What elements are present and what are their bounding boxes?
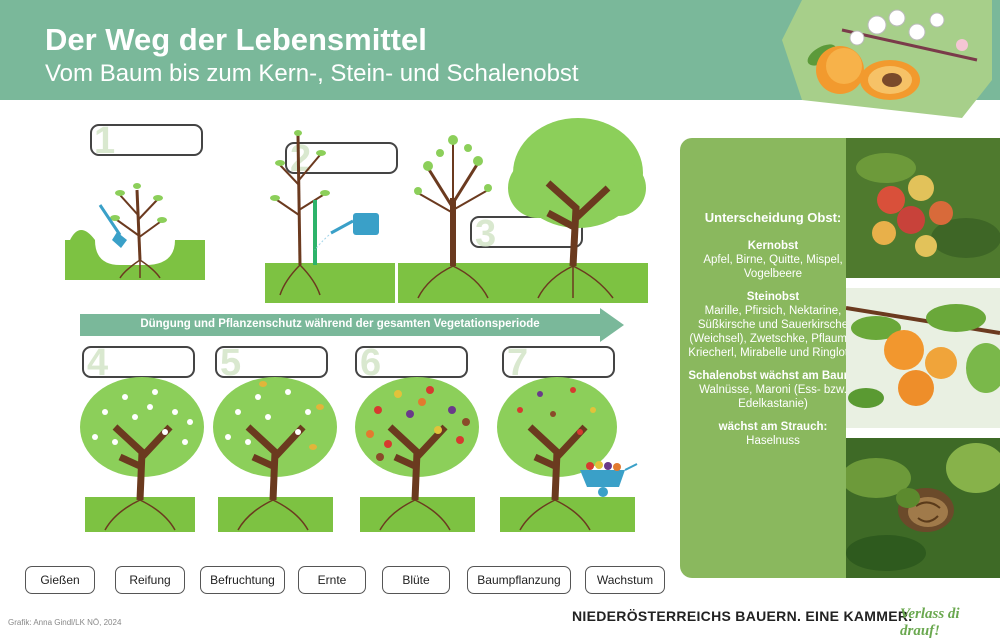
harvest-tree-illustration	[497, 377, 638, 532]
page-subtitle: Vom Baum bis zum Kern-, Stein- und Schal…	[45, 60, 579, 87]
label-baumpflanzung[interactable]: Baumpflanzung	[467, 566, 571, 594]
stage-5-number: 5	[220, 342, 242, 384]
vegetation-period-arrow	[80, 308, 624, 342]
stage-6-number: 6	[360, 342, 382, 384]
label-wachstum[interactable]: Wachstum	[585, 566, 665, 594]
stage-4-answer-box[interactable]	[82, 346, 195, 378]
label-giessen[interactable]: Gießen	[25, 566, 95, 594]
stage-1-number: 1	[94, 120, 116, 162]
pollination-tree-illustration	[213, 377, 337, 532]
fruit-tree-illustration	[355, 377, 479, 532]
fruit-info-heading: Unterscheidung Obst:	[704, 210, 842, 225]
kernobst-text: Apfel, Birne, Quitte, Mispel, Vogelbeere	[703, 254, 843, 280]
arrow-caption: Düngung und Pflanzenschutz während der g…	[140, 318, 540, 330]
label-ernte[interactable]: Ernte	[298, 566, 366, 594]
schalenobst-title: Schalenobst wächst am Baum:	[688, 370, 858, 382]
fruit-info-content: Unterscheidung Obst: Kernobst Apfel, Bir…	[680, 210, 866, 458]
growing-trees-illustration	[398, 118, 648, 303]
label-reifung[interactable]: Reifung	[115, 566, 185, 594]
brand-tagline: Verlass di drauf!	[900, 606, 960, 639]
stage-3-number: 3	[475, 213, 497, 255]
apricot-photo	[846, 288, 1000, 428]
apricot-badge-illustration	[782, 0, 992, 118]
stage-6-answer-box[interactable]	[355, 346, 468, 378]
blossom-tree-illustration	[80, 377, 204, 532]
organization-slogan: NIEDERÖSTERREICHS BAUERN. EINE KAMMER.	[572, 608, 913, 624]
fruit-info-panel	[680, 138, 846, 578]
strauch-text: Haselnuss	[746, 435, 800, 447]
stage-2-answer-box[interactable]	[285, 142, 398, 174]
page-title: Der Weg der Lebensmittel	[45, 22, 427, 57]
stage-7-answer-box[interactable]	[502, 346, 615, 378]
planting-tree-illustration	[65, 183, 205, 280]
stage-2-number: 2	[290, 138, 312, 180]
kernobst-title: Kernobst	[747, 240, 799, 252]
walnut-photo	[846, 438, 1000, 578]
watering-tree-illustration	[265, 130, 395, 303]
steinobst-title: Steinobst	[746, 291, 800, 303]
stage-5-answer-box[interactable]	[215, 346, 328, 378]
label-bluete[interactable]: Blüte	[382, 566, 450, 594]
stage-1-answer-box[interactable]	[90, 124, 203, 156]
stage-7-number: 7	[507, 342, 529, 384]
graphic-credit: Grafik: Anna Gindl/LK NÖ, 2024	[8, 618, 122, 627]
label-befruchtung[interactable]: Befruchtung	[200, 566, 285, 594]
apple-photo	[846, 138, 1000, 278]
schalenobst-text: Walnüsse, Maroni (Ess- bzw. Edelkastanie…	[699, 384, 847, 410]
stage-4-number: 4	[87, 342, 109, 384]
steinobst-text: Marille, Pfirsich, Nektarine, Süßkirsche…	[688, 305, 858, 359]
strauch-title: wächst am Strauch:	[718, 421, 828, 433]
